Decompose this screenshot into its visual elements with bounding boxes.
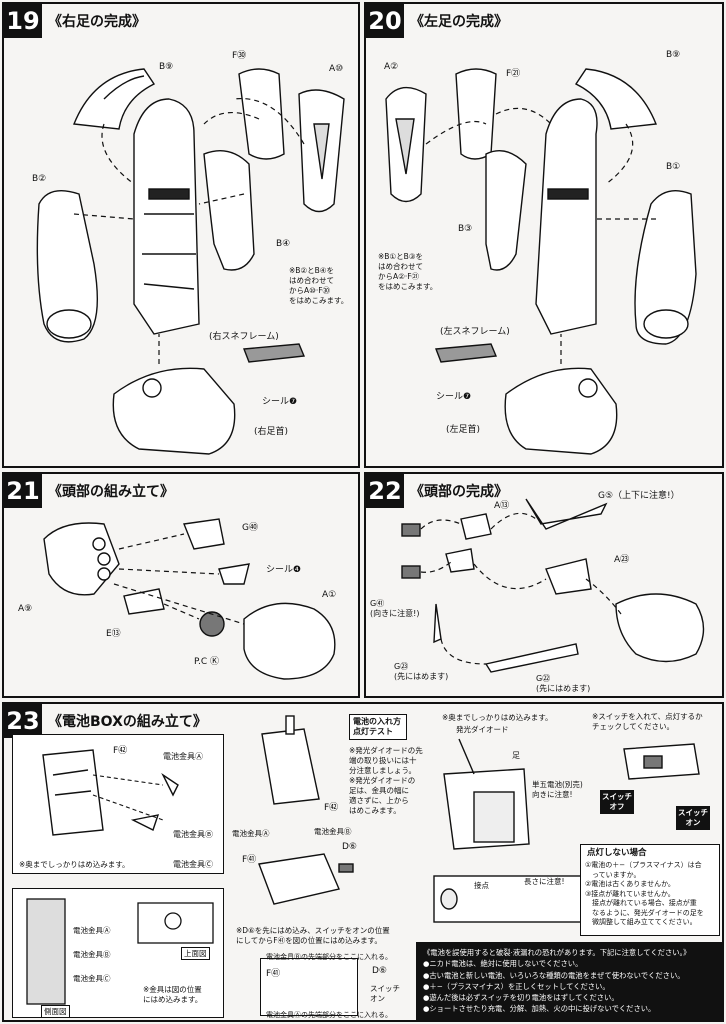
step-20-note: ※B①とB③を はめ合わせて からA②·F㉑ をはめこみます。: [378, 252, 438, 291]
label-a1: A①: [322, 590, 337, 600]
label-g5: G⑤（上下に注意!）: [598, 491, 680, 501]
label-a10: A⑩: [329, 64, 344, 74]
label-seal: シール❹: [266, 565, 302, 575]
label-terminal-c: 電池金具Ⓒ: [173, 860, 213, 869]
step-number: 19: [4, 4, 42, 38]
step-number: 23: [4, 704, 42, 738]
label-seal: シール❼: [262, 397, 298, 407]
bottom-switch-on: スイッチ オン: [370, 984, 400, 1003]
step-19-illustration: [36, 68, 345, 455]
label-terminal-a: 電池金具Ⓐ: [163, 752, 203, 761]
label-seal: シール❼: [436, 392, 472, 402]
battery-box-callout: F㊷ 電池金具Ⓐ 電池金具Ⓑ 電池金具Ⓒ ※奥までしっかりはめ込みます。: [12, 734, 224, 874]
label-a13: A⑬: [494, 501, 510, 511]
center-assembly-drawing: [258, 715, 354, 905]
label-ankle: (左足首): [446, 425, 481, 435]
center-f41: F㊶: [242, 855, 257, 865]
step-19-note: ※B②とB④を はめ合わせて からA⑩·F㉚ をはめこみます。: [289, 266, 349, 305]
label-frame: (左スネフレーム): [440, 327, 510, 337]
led-label: 発光ダイオード: [456, 725, 509, 734]
step-20-panel: 20 《左足の完成》 A② F㉑ B⑨ B① B③ ※B①とB③を はめ合わせて: [364, 2, 724, 468]
step-number: 22: [366, 474, 404, 508]
length-label: 長さに注意!: [524, 877, 565, 886]
tip-label: 接点: [474, 881, 489, 890]
switch-on-badge: スイッチ オン: [676, 806, 710, 830]
step-title: 《左足の完成》: [410, 14, 508, 30]
step-number: 21: [4, 474, 42, 508]
bottom-d6: D⑥: [372, 966, 387, 976]
top-view-label: 上面図: [181, 947, 210, 960]
side-view-label: 側面図: [41, 1005, 70, 1018]
led-diagram: [433, 738, 595, 923]
step-20-illustration: [385, 68, 697, 455]
label-pck: P.C Ⓚ: [194, 657, 220, 667]
label-b3: B③: [458, 224, 473, 234]
side-terminal-a: 電池金具Ⓐ: [73, 926, 111, 935]
bottom-center-note: ※D⑥を先にはめ込み、スイッチをオンの位置 にしてからF㊶を図の位置にはめ込みま…: [236, 926, 390, 945]
step-title: 《右足の完成》: [48, 14, 146, 30]
battery-box-drawing: [42, 749, 179, 836]
label-frame: (右スネフレーム): [209, 332, 279, 342]
label-g41: G㊶ (向きに注意!): [370, 599, 420, 618]
step-23-panel: 23 《電池BOXの組み立て》 F㊷ 電池金具Ⓐ 電池金具Ⓑ 電池金具Ⓒ ※奥ま…: [2, 702, 724, 1022]
label-g23: G㉓ (先にはめます): [394, 662, 449, 681]
troubleshoot-text: ①電池の＋−（プラスマイナス）は合 っていますか。 ②電池は古くありませんか。 …: [585, 861, 704, 926]
label-g40: G㊵: [242, 523, 258, 533]
label-b1: B①: [666, 162, 681, 172]
label-b4: B④: [276, 239, 291, 249]
step-title: 《電池BOXの組み立て》: [48, 714, 207, 730]
step-22-panel: 22 《頭部の完成》 A⑬ G⑤（上下に注意!） A㉓ G㊶ (向きに注意!) …: [364, 472, 724, 698]
switch-drawing: [623, 743, 700, 780]
led-note: ※発光ダイオードの先 端の取り扱いには十 分注意しましょう。 ※発光ダイオードの…: [349, 746, 423, 815]
step-19-panel: 19 《右足の完成》: [2, 2, 360, 468]
side-view-drawing: [26, 898, 214, 1005]
label-a9: A⑨: [18, 604, 33, 614]
troubleshoot-box: 点灯しない場合 ①電池の＋−（プラスマイナス）は合 っていますか。 ②電池は古く…: [580, 844, 720, 936]
step-title: 《頭部の完成》: [410, 484, 508, 500]
label-a23: A㉓: [614, 555, 630, 565]
switch-check-note: ※スイッチを入れて、点灯するか チェックしてください。: [592, 712, 703, 731]
label-e13: E⑬: [106, 629, 121, 639]
bottom-f41: F㊶: [266, 969, 281, 979]
step-number: 20: [366, 4, 404, 38]
side-view-callout: 電池金具Ⓐ 電池金具Ⓑ 電池金具Ⓒ 上面図 側面図 ※金具は図の位置 にはめ込み…: [12, 888, 224, 1018]
label-f21: F㉑: [506, 69, 521, 79]
battery-label: 単五電池(別売) 向きに注意!: [532, 780, 583, 799]
label-terminal-b: 電池金具Ⓑ: [173, 830, 213, 839]
label-b2: B②: [32, 174, 47, 184]
switch-off-badge: スイッチ オフ: [600, 790, 634, 814]
label-b9: B⑨: [666, 50, 681, 60]
troubleshoot-title: 点灯しない場合: [587, 848, 647, 858]
label-f30: F㉚: [232, 51, 247, 61]
box-note: ※奥までしっかりはめ込みます。: [19, 860, 130, 869]
step-title: 《頭部の組み立て》: [48, 484, 174, 500]
label-ankle: (右足首): [254, 427, 289, 437]
label-f42: F㊷: [113, 746, 128, 756]
switch-box-drawing: [260, 958, 358, 1016]
center-f42: F㊷: [324, 803, 339, 813]
tip-a-note: 電池金具Ⓐの先端部分をここに入れる。: [266, 1011, 392, 1019]
label-g22: G㉒ (先にはめます): [536, 674, 591, 693]
led-diag-note: ※奥までしっかりはめ込みます。: [442, 713, 553, 722]
battery-warning: 《電池を誤使用すると破裂·液漏れの恐れがあります。下記に注意してください。》 ●…: [416, 942, 722, 1020]
leg-label: 足: [512, 751, 520, 760]
center-d6: D⑥: [342, 842, 357, 852]
center-terminal-b: 電池金具Ⓑ: [314, 827, 352, 836]
side-terminal-b: 電池金具Ⓑ: [73, 950, 111, 959]
step-21-panel: 21 《頭部の組み立て》 G㊵ シール❹ A⑨ E⑬ A① P.C Ⓚ: [2, 472, 360, 698]
tip-b-note: 電池金具Ⓑの先端部分をここに入れる。: [266, 953, 392, 961]
label-b9: B⑨: [159, 62, 174, 72]
side-view-note: ※金具は図の位置 にはめ込みます。: [143, 985, 203, 1004]
step-22-illustration: [401, 498, 705, 673]
step-21-illustration: [43, 518, 336, 680]
side-terminal-c: 電池金具Ⓒ: [73, 974, 111, 983]
center-terminal-a: 電池金具Ⓐ: [232, 829, 270, 838]
label-a2: A②: [384, 62, 399, 72]
led-test-title: 電池の入れ方 点灯テスト: [349, 714, 407, 740]
